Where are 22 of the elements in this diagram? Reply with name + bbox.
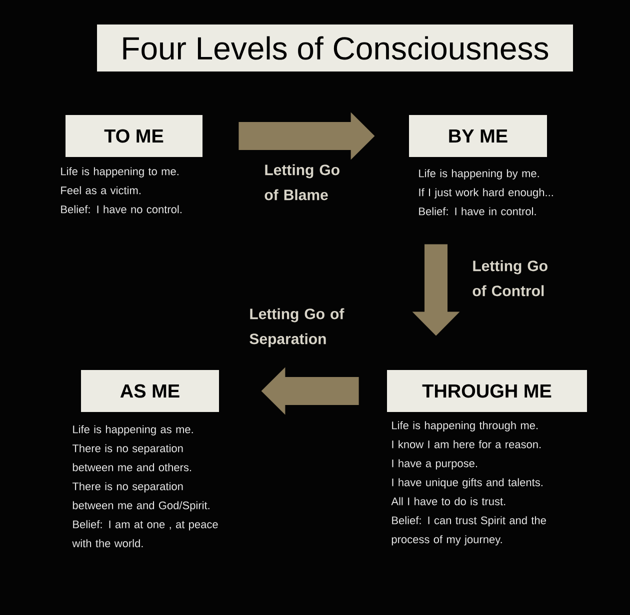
level-box: BY ME: [409, 115, 547, 157]
edge-label: Letting Go of Control: [472, 260, 548, 296]
description-text: Life is happening as me. There is no separation between me and others. There is no separation between me and God/Spirit. Belief: I am at one , at peace with the world.: [72, 425, 218, 548]
node-label: There is no separation between me and others.: [72, 444, 192, 472]
node-label: I have unique gifts and talents.: [392, 478, 542, 488]
node-label: There is no separation between me and God/Spirit.: [72, 482, 210, 512]
node-label: Belief: I am at one , at peace with the world.: [72, 520, 218, 548]
node-label: I have a purpose.: [392, 459, 478, 470]
edge-label: Letting Go of Blame: [264, 164, 340, 200]
node-label: Life is happening through me.: [392, 421, 538, 432]
level-box: AS ME: [81, 370, 219, 412]
level-box: TO ME: [66, 115, 202, 157]
node-label: Life is happening as me.: [73, 425, 193, 436]
level-box: THROUGH ME: [387, 370, 587, 412]
description-text: Life is happening through me. I know I am here for a reason. I have a purpose. I have unique gifts and talents. All I have to do is trust. Belief: I can trust Spirit and the process of my journey.: [391, 421, 546, 546]
edge-label: Letting Go of Separation: [250, 308, 344, 348]
description-text: Life is happening by me. If I just work hard enough... Belief: I have in control.: [419, 169, 553, 216]
title-box: Four Levels of Consciousness: [97, 24, 573, 72]
node-label: I know I am here for a reason.: [392, 440, 541, 448]
description-text: Life is happening to me. Feel as a victim. Belief: I have no control.: [61, 167, 182, 214]
node-label: All I have to do is trust.: [391, 497, 506, 506]
node-label: Belief: I can trust Spirit and the process of my journey.: [392, 516, 546, 546]
